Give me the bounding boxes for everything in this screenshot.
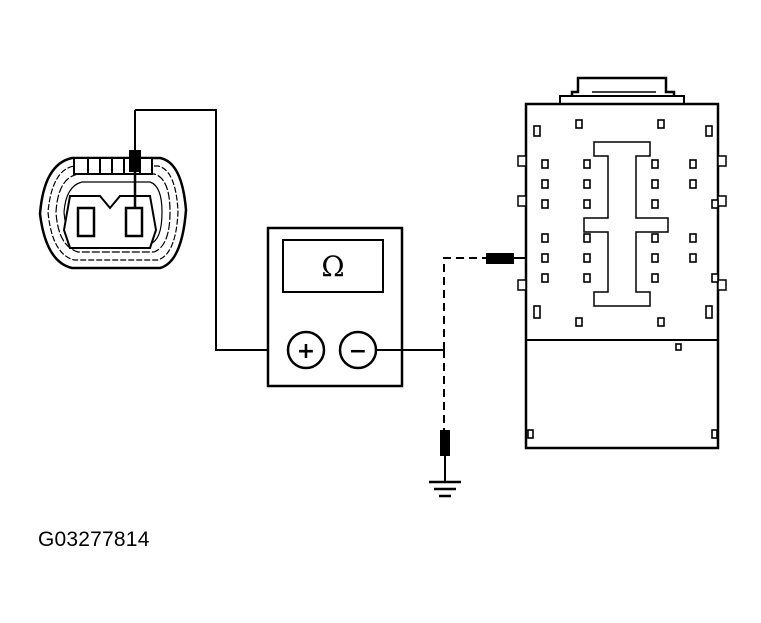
ohmmeter-icon	[266, 226, 404, 388]
figure-id: G03277814	[38, 528, 150, 551]
positive-terminal-label: +	[297, 339, 315, 364]
sensor-connector-icon	[38, 156, 188, 270]
test-probe-icon	[129, 110, 141, 208]
meter-display-symbol: Ω	[321, 250, 344, 283]
negative-terminal-label: −	[349, 339, 367, 364]
positive-test-lead	[135, 109, 288, 351]
jumper-wire	[443, 257, 488, 432]
ground-icon	[429, 430, 461, 498]
control-module-icon	[517, 76, 727, 450]
module-pin-grid	[527, 119, 719, 439]
